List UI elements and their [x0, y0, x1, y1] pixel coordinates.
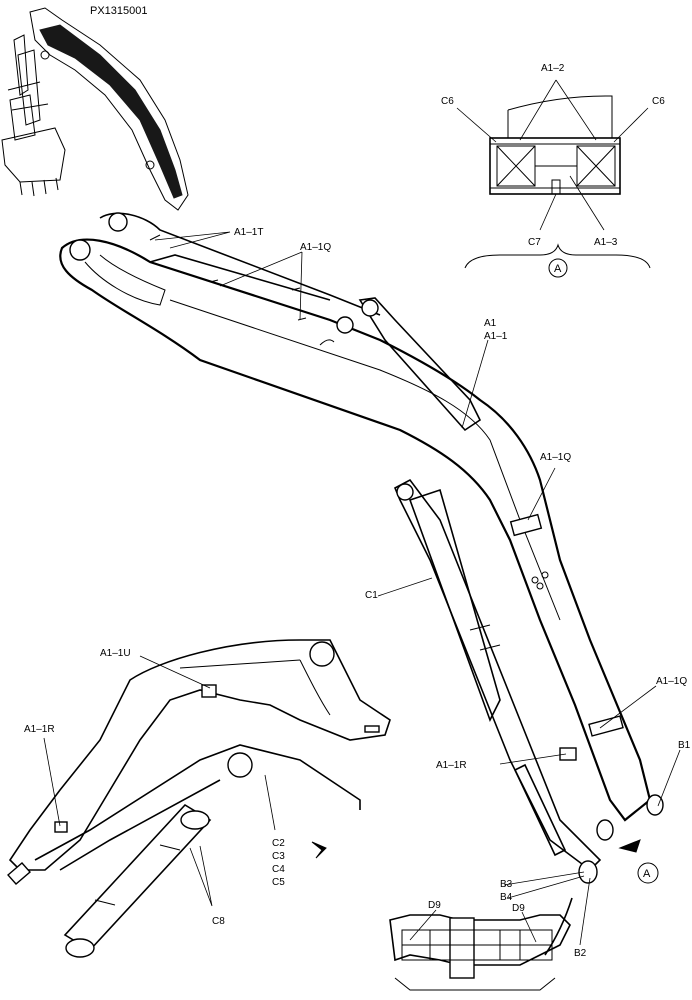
label-d9-right: D9: [512, 903, 525, 914]
label-a1-1r-left: A1–1R: [24, 724, 55, 735]
label-a1-1r-right: A1–1R: [436, 760, 467, 771]
detail-view-lower: [7, 639, 391, 958]
callout-labels: A1–2 C6 C6 C7 A1–3 A A1–1T A1–1Q A1 A1–1…: [24, 63, 691, 959]
label-a1-3: A1–3: [594, 237, 618, 248]
label-b3: B3: [500, 879, 513, 890]
drawing-id: PX1315001: [90, 5, 148, 17]
label-b2: B2: [574, 948, 587, 959]
label-b1: B1: [678, 740, 691, 751]
label-a1-2: A1–2: [541, 63, 565, 74]
main-arm-assembly: [59, 212, 681, 946]
thumbnail-excavator: [1, 7, 189, 211]
label-a1-1q-top: A1–1Q: [300, 242, 331, 253]
label-d9-left: D9: [428, 900, 441, 911]
label-a1-1: A1–1: [484, 331, 508, 342]
label-a1-1u: A1–1U: [100, 648, 131, 659]
bottom-component-view: [389, 897, 573, 991]
label-c1: C1: [365, 590, 378, 601]
label-c8: C8: [212, 916, 225, 927]
label-a1: A1: [484, 318, 497, 329]
label-c6-right: C6: [652, 96, 665, 107]
view-marker-a: A: [554, 263, 562, 275]
label-c2: C2: [272, 838, 285, 849]
label-c5: C5: [272, 877, 285, 888]
label-b4: B4: [500, 892, 513, 903]
label-c3: C3: [272, 851, 285, 862]
label-a1-1t: A1–1T: [234, 227, 263, 238]
label-c7: C7: [528, 237, 541, 248]
label-c6-left: C6: [441, 96, 454, 107]
view-marker-a-main: A: [643, 868, 651, 880]
section-view-a: [456, 79, 651, 278]
label-a1-1q-low: A1–1Q: [656, 676, 687, 687]
label-a1-1q-mid: A1–1Q: [540, 452, 571, 463]
label-c4: C4: [272, 864, 285, 875]
